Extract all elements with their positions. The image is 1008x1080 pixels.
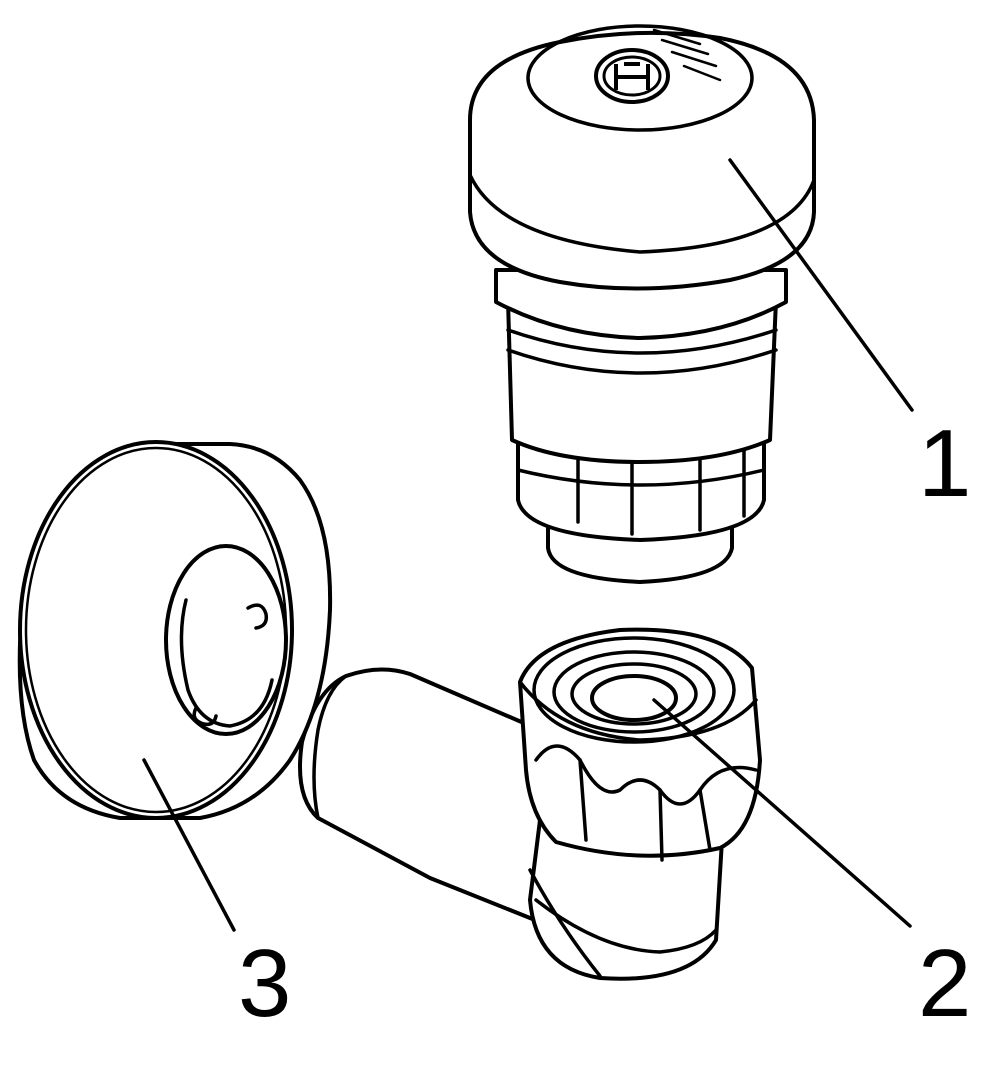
part-1-cap-cartridge xyxy=(468,24,816,584)
callout-3: 3 xyxy=(238,930,291,1037)
part-3-escutcheon-rosette xyxy=(17,440,333,820)
callout-1: 1 xyxy=(918,410,971,517)
leader-line-3 xyxy=(142,758,236,932)
leader-line-1 xyxy=(728,158,914,412)
part-2-angle-fitting xyxy=(298,627,762,981)
leader-line-2 xyxy=(652,698,912,928)
brand-logo-icon xyxy=(594,48,670,104)
callout-2: 2 xyxy=(918,930,971,1037)
